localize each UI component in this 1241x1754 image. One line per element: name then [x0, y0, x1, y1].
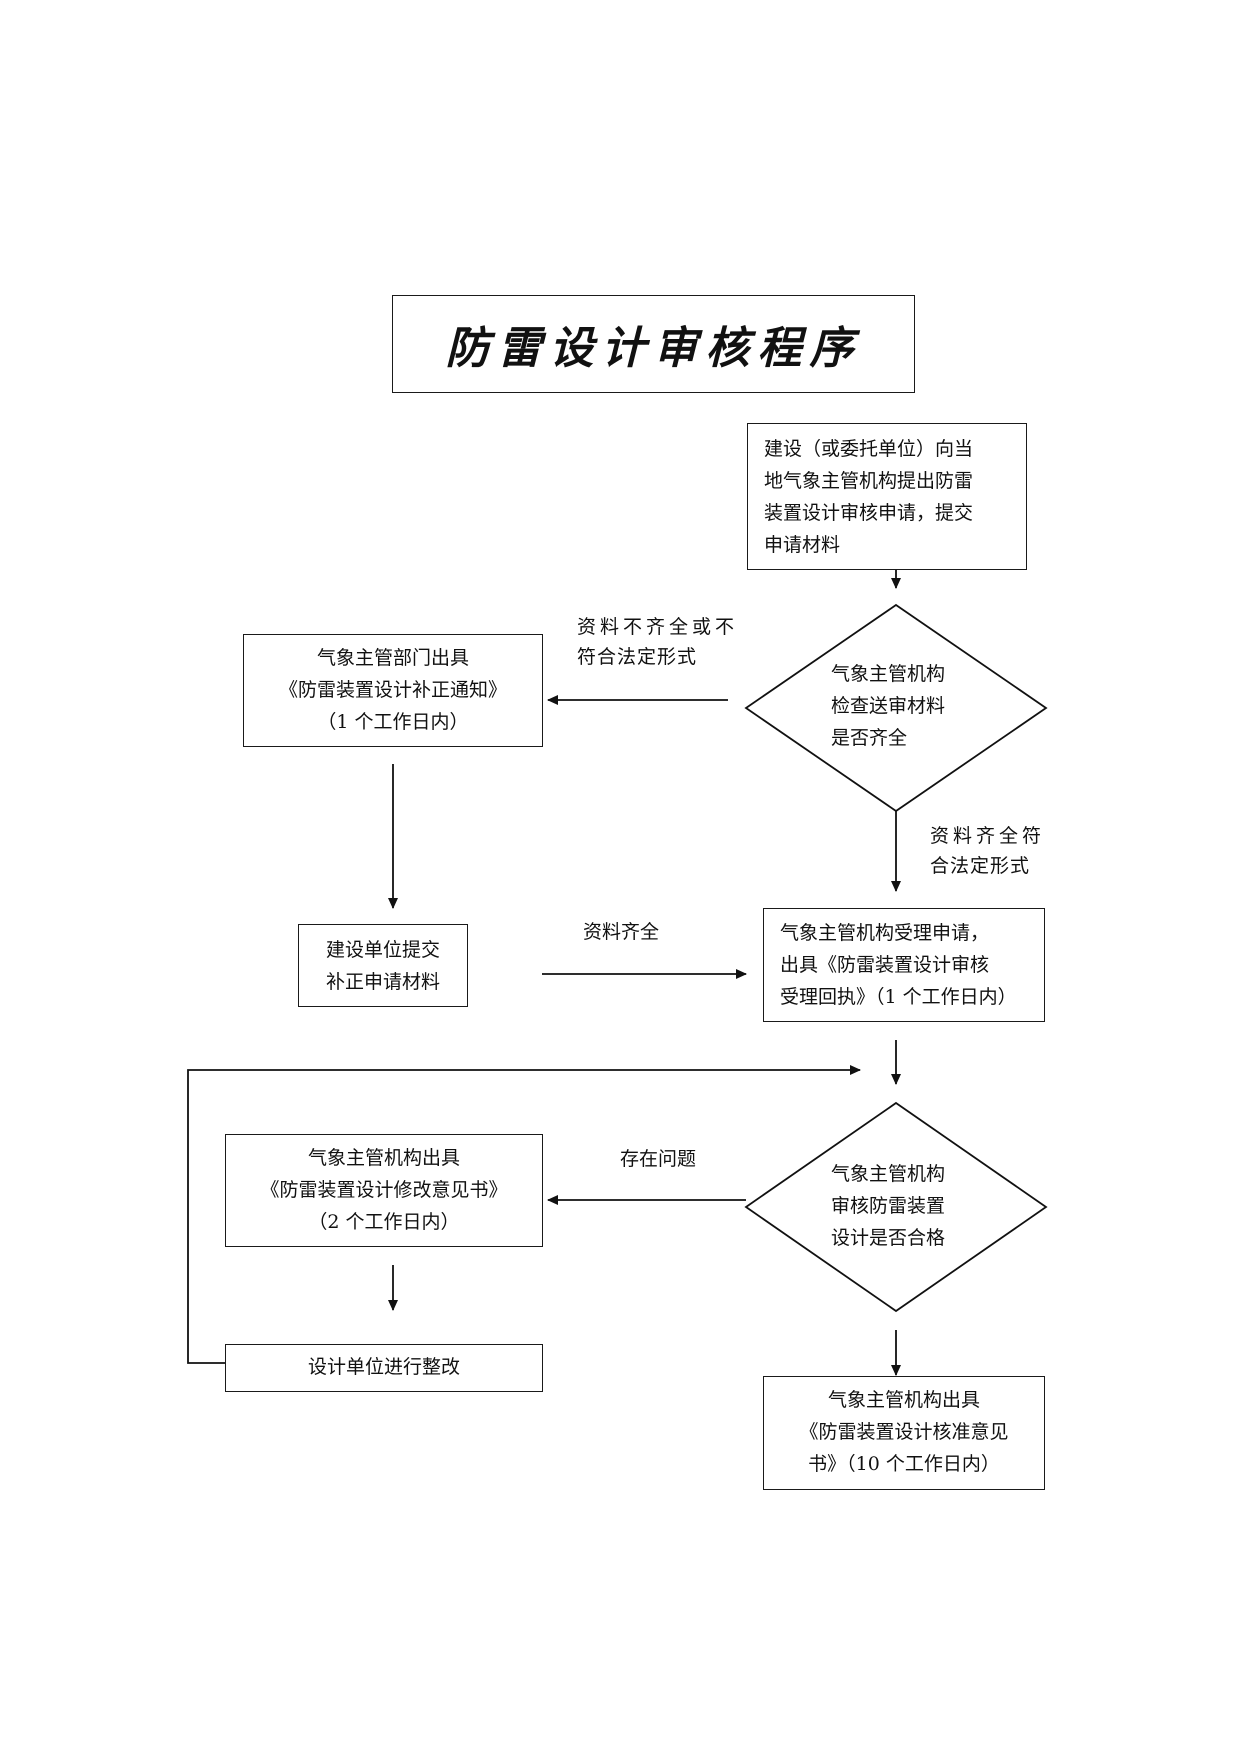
notice-line-2: 《防雷装置设计补正通知》 — [278, 679, 507, 701]
page-title: 防雷设计审核程序 — [445, 323, 862, 374]
notice-line-3: （1 个工作日内） — [317, 711, 469, 733]
approve-line-3: 书》（10 个工作日内） — [808, 1453, 1000, 1475]
label-complete-text: 资料齐全 — [583, 921, 660, 943]
accept-line-2: 出具《防雷装置设计审核 — [780, 954, 990, 976]
apply-line-3: 装置设计审核申请，提交 — [764, 502, 974, 524]
label-complete-legal-line-2: 合法定形式 — [930, 855, 1031, 877]
modify-line-2: 《防雷装置设计修改意见书》 — [260, 1179, 508, 1201]
correction-notice-box: 气象主管部门出具 《防雷装置设计补正通知》 （1 个工作日内） — [243, 634, 543, 747]
resubmit-line-1: 建设单位提交 — [325, 939, 440, 961]
title-box: 防雷设计审核程序 — [392, 295, 915, 393]
check-line-2: 检查送审材料 — [831, 695, 946, 717]
accept-box: 气象主管机构受理申请， 出具《防雷装置设计审核 受理回执》（1 个工作日内） — [763, 908, 1045, 1022]
check-line-1: 气象主管机构 — [831, 663, 946, 685]
resubmit-line-2: 补正申请材料 — [325, 971, 440, 993]
review-line-1: 气象主管机构 — [831, 1163, 946, 1185]
apply-line-4: 申请材料 — [764, 534, 841, 556]
label-complete: 资料齐全 — [583, 917, 659, 947]
loop-rectify-to-review — [187, 1065, 861, 1364]
approve-line-2: 《防雷装置设计核准意见 — [799, 1421, 1009, 1443]
review-line-3: 设计是否合格 — [831, 1227, 946, 1249]
review-text: 气象主管机构 审核防雷装置 设计是否合格 — [831, 1158, 945, 1254]
modify-line-3: （2 个工作日内） — [308, 1211, 460, 1233]
notice-line-1: 气象主管部门出具 — [316, 647, 469, 669]
modify-line-1: 气象主管机构出具 — [307, 1147, 460, 1169]
approve-line-1: 气象主管机构出具 — [827, 1389, 980, 1411]
label-incomplete-line-1: 资料不齐全或不 — [577, 616, 739, 638]
apply-line-2: 地气象主管机构提出防雷 — [764, 470, 974, 492]
apply-line-1: 建设（或委托单位）向当 — [764, 438, 974, 460]
accept-line-3: 受理回执》（1 个工作日内） — [780, 986, 1017, 1008]
label-has-problem-text: 存在问题 — [620, 1148, 697, 1170]
review-line-2: 审核防雷装置 — [831, 1195, 946, 1217]
rectify-line-1: 设计单位进行整改 — [307, 1356, 460, 1378]
check-text: 气象主管机构 检查送审材料 是否齐全 — [831, 658, 945, 754]
approve-box: 气象主管机构出具 《防雷装置设计核准意见 书》（10 个工作日内） — [763, 1376, 1045, 1490]
check-line-3: 是否齐全 — [831, 727, 908, 749]
resubmit-box: 建设单位提交 补正申请材料 — [298, 924, 468, 1007]
label-incomplete-line-2: 符合法定形式 — [577, 646, 698, 668]
label-has-problem: 存在问题 — [620, 1144, 696, 1174]
label-complete-legal: 资料齐全符 合法定形式 — [930, 821, 1045, 881]
rectify-box: 设计单位进行整改 — [225, 1344, 543, 1392]
review-diamond — [744, 1101, 1048, 1313]
accept-line-1: 气象主管机构受理申请， — [780, 922, 990, 944]
label-incomplete: 资料不齐全或不 符合法定形式 — [577, 612, 738, 672]
label-complete-legal-line-1: 资料齐全符 — [930, 825, 1046, 847]
modify-opinion-box: 气象主管机构出具 《防雷装置设计修改意见书》 （2 个工作日内） — [225, 1134, 543, 1247]
apply-box: 建设（或委托单位）向当 地气象主管机构提出防雷 装置设计审核申请，提交 申请材料 — [747, 423, 1027, 570]
